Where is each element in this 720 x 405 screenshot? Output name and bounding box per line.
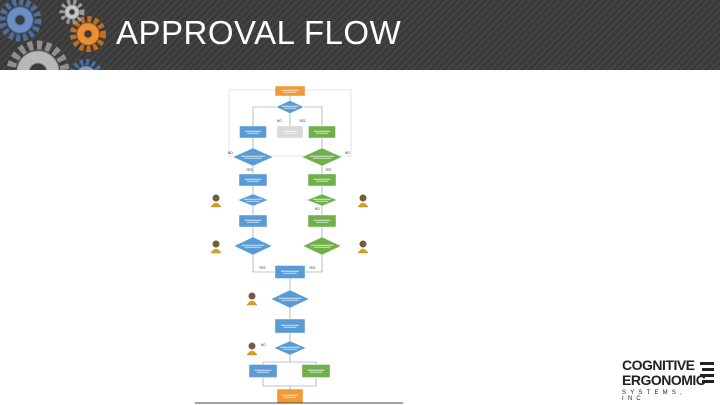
flow-decision [302, 236, 342, 256]
flow-node-text-mark [281, 89, 299, 91]
label-yes-4: YES [259, 266, 265, 270]
flow-node-text-mark [282, 394, 298, 396]
flow-node-text-mark [241, 155, 265, 157]
flow-node-text-mark [283, 107, 297, 109]
flow-node-text-mark [310, 155, 334, 157]
flow-decision [275, 100, 305, 114]
flow-node-text-mark [244, 130, 262, 132]
flow-node-text-mark [282, 348, 298, 350]
person-icon [357, 194, 369, 208]
flow-node-text-mark [313, 178, 331, 180]
flow-step [274, 318, 306, 334]
flow-decision [237, 193, 269, 207]
flow-node-text-mark [281, 299, 299, 301]
flow-step [248, 364, 278, 378]
flow-node-text-mark [246, 200, 260, 202]
logo-line-2: ERGONOMIC [622, 372, 706, 388]
label-no-4: NO [315, 207, 320, 211]
flow-node-text-mark [246, 180, 260, 182]
flow-node-text-mark [313, 198, 331, 200]
company-logo: COGNITIVE ERGONOMIC SYSTEMS, INC [622, 357, 714, 402]
person-icon [210, 194, 222, 208]
person-icon [210, 240, 222, 254]
flow-node-text-mark [316, 132, 328, 134]
flow-node-text-mark [313, 157, 331, 159]
flow-node-text-mark [284, 396, 296, 398]
flow-node-text-mark [281, 324, 299, 326]
flow-node-text-mark [244, 198, 262, 200]
flow-node-text-mark [246, 221, 260, 223]
flow-step [238, 173, 268, 187]
flow-step [307, 173, 337, 187]
flow-node-text-mark [247, 132, 259, 134]
flow-step [301, 364, 331, 378]
flow-node-text-mark [244, 178, 262, 180]
edges-layer [252, 96, 323, 389]
flow-node-text-mark [244, 246, 262, 248]
flow-step [274, 85, 306, 97]
flow-node-text-mark [307, 369, 325, 371]
flow-decision [233, 236, 273, 256]
gear-orange [70, 16, 106, 52]
flow-decision [306, 193, 338, 207]
flow-node-text-mark [315, 221, 329, 223]
person-icon [357, 240, 369, 254]
label-yes-1: YES [299, 119, 305, 123]
flow-node-text-mark [310, 244, 334, 246]
logo-line-1: COGNITIVE [622, 357, 695, 373]
flow-node-text-mark [281, 270, 299, 272]
flow-node-text-mark [278, 297, 302, 299]
gear-small-grey [59, 0, 85, 25]
flow-node-text-mark [282, 130, 298, 132]
flow-step [276, 388, 304, 404]
flow-node-text-mark [284, 132, 296, 134]
flow-node-text-mark [241, 244, 265, 246]
logo-line-3: SYSTEMS, INC [622, 390, 686, 402]
flow-node-text-mark [283, 91, 297, 93]
flow-step [276, 125, 304, 139]
flow-step [307, 214, 337, 228]
person-icon [246, 342, 258, 356]
flow-decision [270, 289, 310, 309]
flow-node-text-mark [283, 272, 297, 274]
label-no-5: NO [261, 343, 266, 347]
flow-node-text-mark [315, 180, 329, 182]
flow-decision [273, 340, 307, 356]
flow-node-text-mark [280, 346, 300, 348]
flow-node-text-mark [256, 371, 270, 373]
flow-node-text-mark [309, 371, 323, 373]
flow-node-text-mark [254, 369, 272, 371]
flow-step [308, 125, 336, 139]
flow-step [239, 125, 267, 139]
persons-layer [210, 194, 369, 356]
flow-node-text-mark [283, 326, 297, 328]
page-title: APPROVAL FLOW [116, 14, 402, 51]
label-no-3: NO [345, 151, 350, 155]
label-no-1: NO [277, 119, 282, 123]
flow-node-text-mark [313, 219, 331, 221]
flow-step [238, 214, 268, 228]
flow-node-text-mark [281, 105, 299, 107]
nodes-layer [232, 85, 343, 404]
label-yes-5: YES [309, 266, 315, 270]
gear-blue [0, 0, 42, 42]
header-bar: APPROVAL FLOW [0, 0, 720, 70]
gears-icon [0, 0, 106, 70]
label-no-2: NO [228, 151, 233, 155]
flow-node-text-mark [313, 130, 331, 132]
logo-stripes-icon [700, 362, 714, 383]
flow-node-text-mark [313, 246, 331, 248]
flow-decision [232, 147, 274, 167]
person-icon [246, 292, 258, 306]
flow-node-text-mark [244, 219, 262, 221]
flow-node-text-mark [244, 157, 262, 159]
approval-flow-diagram: NO YES NO NO YES YES NO YES YES NO [195, 85, 403, 404]
flow-node-text-mark [315, 200, 329, 202]
label-yes-3: YES [325, 168, 331, 172]
flow-step [274, 265, 306, 279]
label-yes-2: YES [246, 168, 252, 172]
flow-decision [301, 147, 343, 167]
gear-blue-small [70, 59, 102, 70]
gear-grey [6, 40, 70, 70]
